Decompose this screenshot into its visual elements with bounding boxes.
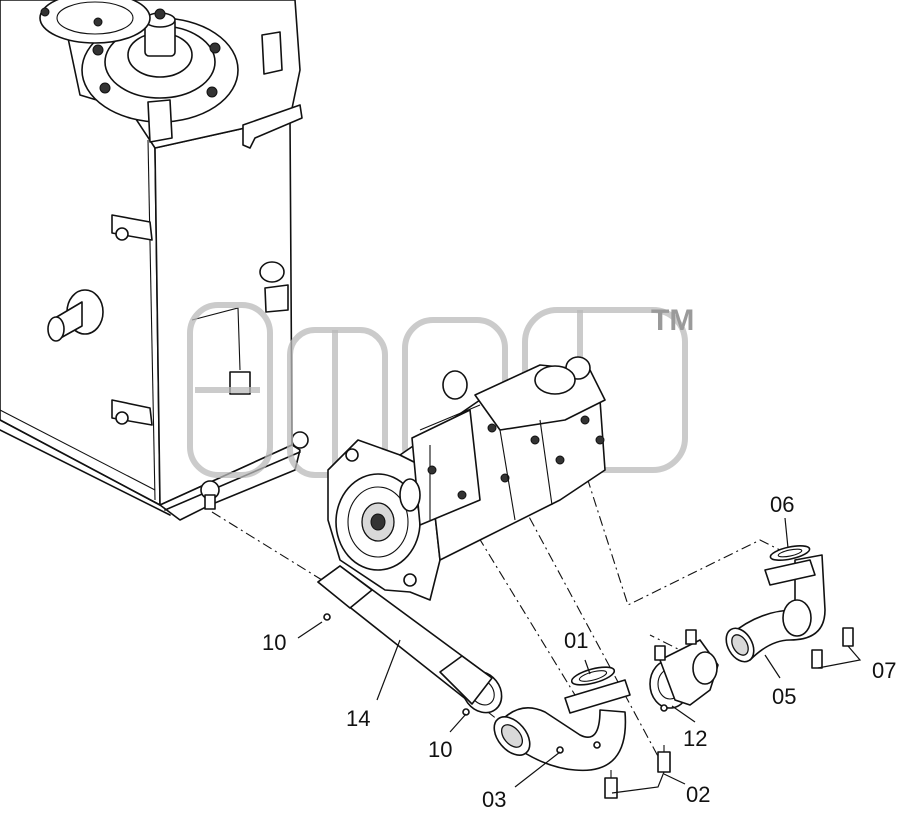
callout-12: 12: [683, 726, 707, 751]
elbow-05: [725, 554, 826, 663]
callout-06: 06: [770, 492, 794, 517]
callout-01: 01: [564, 628, 588, 653]
callout-05: 05: [772, 684, 796, 709]
seal-01: [570, 666, 616, 686]
elbow-03: [493, 679, 631, 772]
hydraulic-tank: [0, 0, 309, 521]
callout-labels: 01 02 03 05 06 07 10 10 12 14: [262, 492, 896, 812]
callout-10-lower: 10: [428, 737, 452, 762]
clamp-12: [649, 629, 719, 712]
callout-03: 03: [482, 787, 506, 812]
callout-10-upper: 10: [262, 630, 286, 655]
callout-02: 02: [686, 782, 710, 807]
seal-06: [769, 545, 811, 561]
leader-lines: [297, 517, 862, 794]
callout-14: 14: [346, 706, 370, 731]
hydraulic-pump: [327, 356, 606, 601]
trademark-label: TM: [651, 304, 694, 337]
bolts-07: [811, 627, 854, 669]
callout-07: 07: [872, 658, 896, 683]
suction-pipe: [317, 565, 503, 716]
